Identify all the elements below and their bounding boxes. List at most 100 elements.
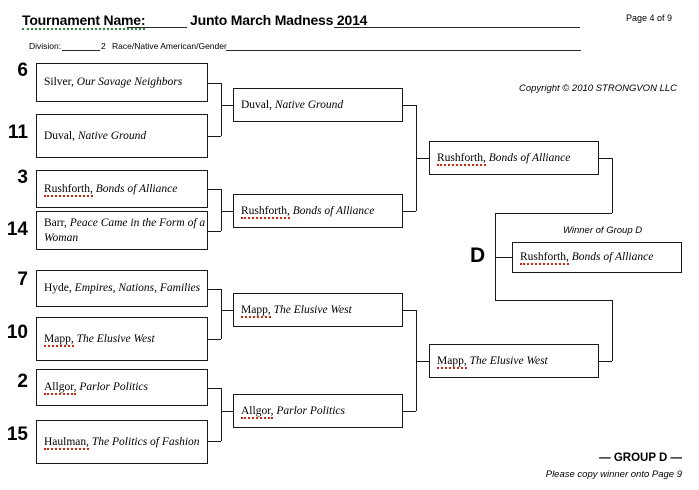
round2-entry-1-author: Duval,: [241, 98, 272, 111]
round1-entry-5-author: Hyde,: [44, 282, 72, 295]
round1-entry-3-title: Bonds of Alliance: [95, 182, 178, 195]
seed-10: 10: [6, 322, 28, 343]
round1-box-5[interactable]: Hyde, Empires, Nations, Families: [36, 270, 208, 307]
round1-entry-6-author: Mapp,: [44, 332, 74, 347]
tournament-name-rule: [334, 27, 580, 28]
connector-r1-pair1-vertical: [221, 83, 222, 136]
round3-box-1[interactable]: Rushforth, Bonds of Alliance: [429, 141, 599, 175]
connector-final-vertical: [495, 213, 496, 300]
seed-6: 6: [17, 60, 28, 81]
round1-entry-8-text: Haulman, The Politics of Fashion: [37, 435, 200, 450]
round3-box-2[interactable]: Mapp, The Elusive West: [429, 344, 599, 378]
round1-box-7[interactable]: Allgor, Parlor Politics: [36, 369, 208, 406]
round1-entry-1-author: Silver,: [44, 76, 74, 89]
seed-7: 7: [17, 269, 28, 290]
round2-box-4[interactable]: Allgor, Parlor Politics: [233, 394, 403, 428]
round2-entry-2-author: Rushforth,: [241, 204, 290, 219]
connector-r2-pair2-vertical: [416, 310, 417, 411]
round1-box-8[interactable]: Haulman, The Politics of Fashion: [36, 420, 208, 464]
round1-entry-2-author: Duval,: [44, 129, 75, 142]
round1-entry-8-title: The Politics of Fashion: [91, 435, 200, 448]
round3-entry-2-title: The Elusive West: [469, 354, 548, 367]
division-name[interactable]: Race/Native American/Gender: [112, 41, 227, 51]
round2-entry-4-text: Allgor, Parlor Politics: [234, 404, 346, 419]
page-indicator: Page 4 of 9: [626, 13, 673, 23]
tournament-name-value[interactable]: Junto March Madness 2014: [190, 12, 368, 28]
connector-r1-5: [208, 289, 221, 290]
round1-entry-6-text: Mapp, The Elusive West: [37, 332, 155, 347]
round1-entry-3-author: Rushforth,: [44, 182, 93, 197]
round1-box-2[interactable]: Duval, Native Ground: [36, 114, 208, 158]
round1-entry-1-title: Our Savage Neighbors: [76, 76, 183, 89]
division-label: Division:: [29, 41, 62, 51]
tournament-name-blank-rule: [127, 27, 187, 28]
round2-entry-3-title: The Elusive West: [273, 303, 352, 316]
connector-r1-7: [208, 388, 221, 389]
seed-3: 3: [17, 167, 28, 188]
connector-r3-1-drop: [612, 158, 613, 213]
connector-r1-pair4-out: [221, 411, 234, 412]
winner-author: Rushforth,: [520, 251, 569, 266]
division-blank-rule: [62, 50, 100, 51]
winner-box[interactable]: Rushforth, Bonds of Alliance: [512, 242, 682, 273]
round1-box-3[interactable]: Rushforth, Bonds of Alliance: [36, 170, 208, 208]
connector-r2-2: [403, 211, 416, 212]
connector-r1-1: [208, 83, 221, 84]
connector-r2-3: [403, 310, 416, 311]
round2-box-3[interactable]: Mapp, The Elusive West: [233, 293, 403, 327]
connector-r1-pair3-out: [221, 310, 234, 311]
round1-entry-4-text: Barr, Peace Came in the Form of a Woman: [37, 216, 207, 244]
copy-winner-note: Please copy winner onto Page 9: [545, 469, 682, 480]
round2-box-1[interactable]: Duval, Native Ground: [233, 88, 403, 122]
connector-r1-3: [208, 189, 221, 190]
round2-entry-4-author: Allgor,: [241, 404, 274, 419]
round2-entry-3-author: Mapp,: [241, 303, 271, 318]
connector-r1-6: [208, 339, 221, 340]
round2-entry-2-title: Bonds of Alliance: [292, 204, 375, 217]
seed-14: 14: [6, 219, 28, 240]
copyright-notice: Copyright © 2010 STRONGVON LLC: [519, 83, 678, 94]
round2-entry-4-title: Parlor Politics: [276, 404, 346, 417]
round1-entry-7-author: Allgor,: [44, 381, 77, 396]
connector-r1-pair2-out: [221, 211, 234, 212]
round1-entry-8-author: Haulman,: [44, 435, 90, 450]
round1-box-1[interactable]: Silver, Our Savage Neighbors: [36, 63, 208, 102]
round1-box-4[interactable]: Barr, Peace Came in the Form of a Woman: [36, 211, 208, 250]
connector-r1-pair2-vertical: [221, 189, 222, 231]
round2-entry-2-text: Rushforth, Bonds of Alliance: [234, 204, 375, 219]
connector-r3-2: [599, 361, 612, 362]
round3-entry-1-title: Bonds of Alliance: [488, 151, 571, 164]
round3-entry-1-text: Rushforth, Bonds of Alliance: [430, 151, 571, 166]
round1-entry-2-text: Duval, Native Ground: [37, 129, 146, 143]
connector-final-out: [495, 257, 513, 258]
round1-entry-4-title: Peace Came in the Form of a Woman: [44, 217, 206, 244]
round1-entry-4-author: Barr,: [44, 217, 67, 230]
group-letter: D: [470, 244, 486, 267]
connector-final-top: [495, 213, 612, 214]
round3-entry-1-author: Rushforth,: [437, 151, 486, 166]
seed-11: 11: [7, 122, 28, 143]
winner-entry-text: Rushforth, Bonds of Alliance: [513, 250, 653, 266]
round2-box-2[interactable]: Rushforth, Bonds of Alliance: [233, 194, 403, 228]
connector-r2-pair2-out: [416, 361, 429, 362]
round1-entry-3-text: Rushforth, Bonds of Alliance: [37, 182, 178, 197]
tournament-name-label: Tournament Name:: [22, 12, 146, 30]
connector-r2-1: [403, 105, 416, 106]
round3-entry-2-text: Mapp, The Elusive West: [430, 354, 548, 369]
division-rule: [226, 50, 581, 51]
round1-entry-1-text: Silver, Our Savage Neighbors: [37, 75, 182, 89]
round1-entry-7-text: Allgor, Parlor Politics: [37, 380, 148, 396]
round1-entry-6-title: The Elusive West: [76, 332, 155, 345]
division-value[interactable]: 2: [101, 41, 106, 51]
connector-r1-pair3-vertical: [221, 289, 222, 339]
connector-final-bottom: [495, 300, 612, 301]
round3-entry-2-author: Mapp,: [437, 354, 467, 369]
round1-box-6[interactable]: Mapp, The Elusive West: [36, 317, 208, 361]
connector-r1-pair4-vertical: [221, 388, 222, 441]
connector-r3-1: [599, 158, 612, 159]
connector-r1-8: [208, 441, 221, 442]
tournament-name-label-text: Tournament Name:: [22, 12, 146, 30]
round1-entry-5-text: Hyde, Empires, Nations, Families: [37, 281, 200, 295]
round2-entry-1-title: Native Ground: [274, 98, 344, 111]
